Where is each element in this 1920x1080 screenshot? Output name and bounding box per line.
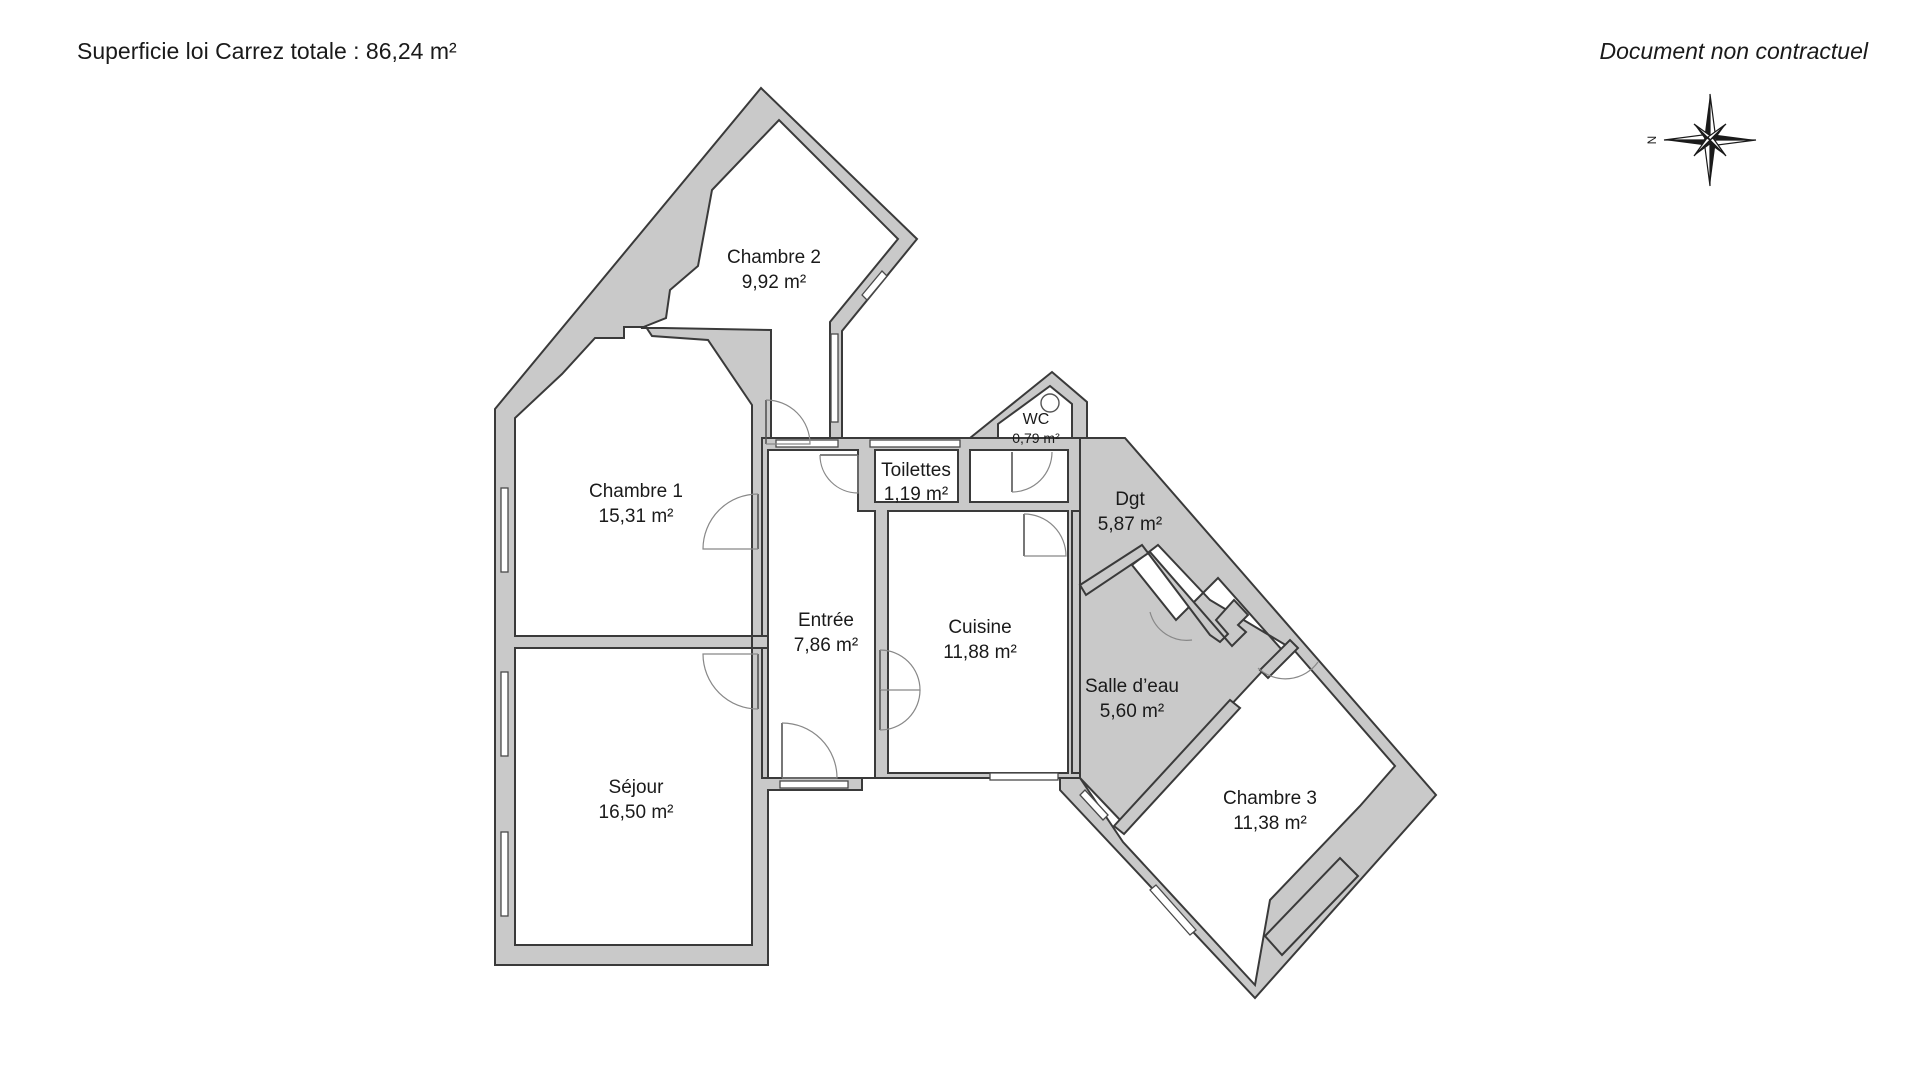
room-name-chambre2: Chambre 2 <box>727 247 821 268</box>
window-sejour-2 <box>500 831 509 917</box>
window-chambre3 <box>1149 884 1197 936</box>
room-name-wc: WC <box>1023 411 1050 428</box>
wall-segment <box>1258 638 1300 680</box>
window-salle-eau <box>1079 789 1109 821</box>
window-sejour-1 <box>500 671 509 757</box>
room-name-dgt: Dgt <box>1115 489 1145 510</box>
total-area-label: Superficie loi Carrez totale : 86,24 m² <box>77 38 457 64</box>
wall-segment <box>1071 510 1081 774</box>
door-chambre1 <box>702 493 759 550</box>
door-sejour <box>702 653 759 710</box>
wall-left-wing <box>494 86 971 966</box>
room-area-dgt: 5,87 m² <box>1098 514 1162 535</box>
room-name-chambre3: Chambre 3 <box>1223 788 1317 809</box>
room-area-wc: 0,79 m² <box>1012 430 1060 446</box>
room-area-toilettes: 1,19 m² <box>884 484 948 505</box>
room-area-sejour: 16,50 m² <box>599 802 674 823</box>
doors <box>702 393 1319 779</box>
room-name-cuisine: Cuisine <box>948 617 1011 638</box>
door-wc <box>1011 451 1053 493</box>
window-cuisine <box>989 772 1059 781</box>
disclaimer-label: Document non contractuel <box>1599 38 1869 64</box>
room-area-cuisine: 11,88 m² <box>943 642 1017 663</box>
wall-segment <box>1078 543 1250 648</box>
room-labels: Chambre 2 9,92 m² Chambre 1 15,31 m² Séj… <box>589 247 1317 834</box>
door-entree <box>781 722 838 779</box>
walls <box>494 86 1438 1000</box>
door-cuisine <box>1023 513 1067 557</box>
room-name-entree: Entrée <box>798 610 854 631</box>
wall-segment <box>751 635 769 649</box>
compass-north-label: N <box>1645 136 1659 145</box>
window-entree-bottom <box>779 780 849 789</box>
door-chambre2 <box>765 399 811 445</box>
wall-segment <box>1263 856 1360 957</box>
compass-rose-icon: N <box>1645 93 1757 187</box>
wall-wc <box>967 370 1088 439</box>
window-toilettes <box>869 439 961 448</box>
window-chambre1 <box>500 487 509 573</box>
room-area-chambre3: 11,38 m² <box>1233 813 1307 834</box>
room-area-chambre2: 9,92 m² <box>742 272 806 293</box>
room-area-salle-eau: 5,60 m² <box>1100 701 1164 722</box>
room-name-salle-eau: Salle d’eau <box>1085 676 1179 697</box>
room-name-chambre1: Chambre 1 <box>589 481 683 502</box>
room-area-chambre1: 15,31 m² <box>599 506 674 527</box>
window-chambre2 <box>861 270 888 301</box>
interior-walls <box>751 510 1360 957</box>
room-area-entree: 7,86 m² <box>794 635 858 656</box>
door-chambre3 <box>1257 661 1319 680</box>
wall-segment <box>1112 698 1242 836</box>
door-toilettes <box>819 454 859 494</box>
room-name-sejour: Séjour <box>609 777 665 798</box>
door-salle-eau <box>1149 611 1193 641</box>
wc-bowl-icon <box>1040 393 1060 413</box>
window-chambre2-side <box>830 333 839 423</box>
room-name-toilettes: Toilettes <box>881 460 951 481</box>
door-cuisine-double <box>879 649 921 731</box>
